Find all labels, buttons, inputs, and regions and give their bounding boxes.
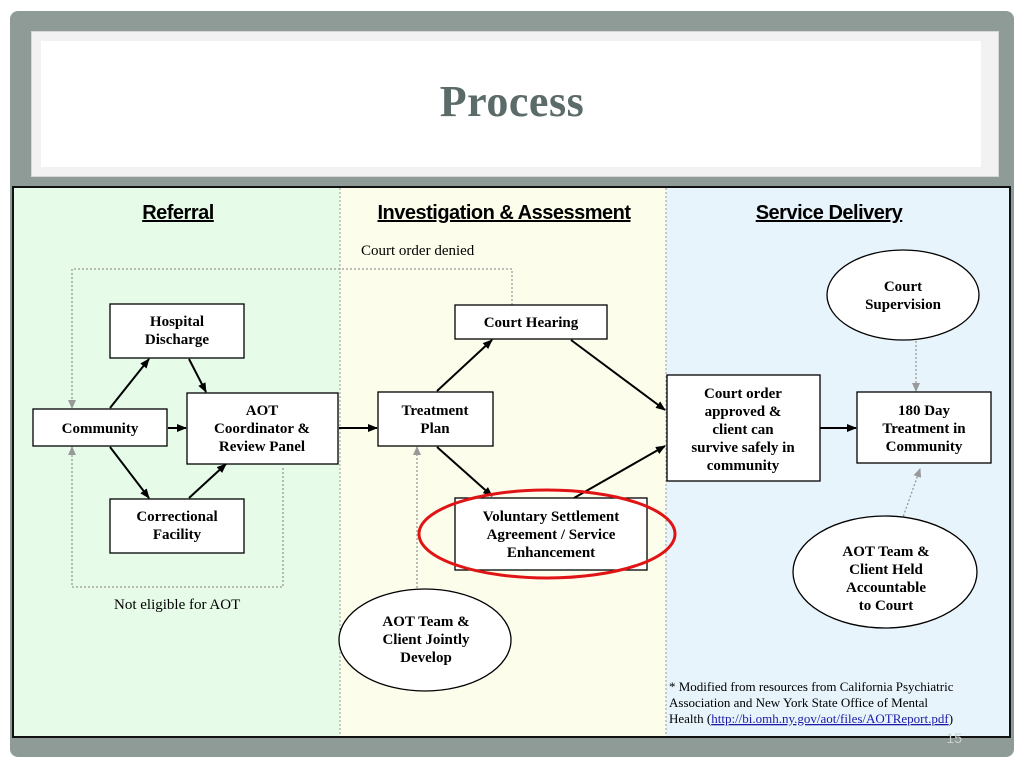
node-label: to Court [859, 598, 914, 614]
arrow-treatment-settlement [436, 446, 493, 497]
arrow-community-hospital [109, 358, 150, 409]
node-aot-team-develop: AOT Team & Client Jointly Develop [338, 588, 512, 692]
title-panel-inner [41, 41, 981, 167]
node-label: Develop [400, 650, 452, 666]
page-number: 15 [946, 730, 962, 746]
arrow-treatment-hearing [436, 339, 493, 392]
node-treatment-180: 180 Day Treatment in Community [856, 391, 992, 464]
process-diagram: Referral Investigation & Assessment Serv… [12, 186, 1011, 738]
node-label: Supervision [865, 297, 942, 313]
node-aot-team-accountable: AOT Team & Client Held Accountable to Co… [792, 515, 978, 629]
node-label: Agreement / Service [487, 527, 616, 543]
accountable-dotted-arrow [901, 468, 922, 521]
arrow-settlement-approved [573, 445, 666, 499]
node-court-hearing: Court Hearing [454, 304, 608, 340]
court-order-denied-label: Court order denied [361, 243, 475, 259]
node-label: Treatment in [882, 421, 966, 437]
node-label: Hospital [150, 314, 204, 330]
court-order-denied-path [68, 268, 513, 409]
arrow-hearing-approved [570, 339, 666, 411]
footnote-suffix: ) [949, 711, 953, 726]
node-label: Voluntary Settlement [483, 509, 620, 525]
footnote-prefix: Health ( [669, 711, 711, 726]
arrow-hospital-aot [188, 358, 207, 393]
footnote-line: Health (http://bi.omh.ny.gov/aot/files/A… [669, 711, 953, 726]
node-label: Client Jointly [382, 632, 470, 648]
not-eligible-path [68, 446, 284, 588]
footnote-link[interactable]: http://bi.omh.ny.gov/aot/files/AOTReport… [711, 711, 949, 726]
node-label: Community [886, 439, 963, 455]
referral-heading: Referral [142, 202, 214, 224]
node-label: Coordinator & [214, 421, 310, 437]
node-label: Client Held [849, 562, 923, 578]
node-community: Community [32, 408, 168, 447]
node-court-supervision: Court Supervision [826, 249, 980, 341]
arrow-correctional-aot [188, 463, 227, 499]
process-diagram-svg: Referral Investigation & Assessment Serv… [14, 188, 1009, 736]
node-label: Discharge [145, 332, 209, 348]
node-label: Review Panel [219, 439, 305, 455]
arrow-community-correctional [109, 446, 150, 499]
node-label: Accountable [846, 580, 926, 596]
node-label: Court order [704, 386, 782, 402]
node-treatment-plan: Treatment Plan [377, 391, 494, 447]
node-aot-coordinator: AOT Coordinator & Review Panel [186, 392, 339, 465]
highlight-ellipse [417, 488, 677, 580]
node-label: AOT [246, 403, 279, 419]
node-label: Court Hearing [484, 315, 579, 331]
node-label: AOT Team & [382, 614, 469, 630]
investigation-heading: Investigation & Assessment [377, 202, 631, 224]
service-heading: Service Delivery [756, 202, 904, 224]
node-label: 180 Day [898, 403, 951, 419]
node-label: survive safely in [691, 440, 795, 456]
node-label: Community [62, 421, 139, 437]
node-label: community [707, 458, 780, 474]
node-label: Correctional [136, 509, 217, 525]
slide-title: Process [439, 77, 585, 126]
node-hospital-discharge: Hospital Discharge [109, 303, 245, 359]
node-court-order-approved: Court order approved & client can surviv… [666, 374, 821, 482]
node-label: Court [884, 279, 922, 295]
node-correctional-facility: Correctional Facility [109, 498, 245, 554]
node-label: Plan [420, 421, 450, 437]
node-label: AOT Team & [842, 544, 929, 560]
node-label: Facility [153, 527, 202, 543]
node-label: client can [712, 422, 774, 438]
footnote-line: * Modified from resources from Californi… [669, 679, 954, 694]
node-label: approved & [705, 404, 782, 420]
not-eligible-label: Not eligible for AOT [114, 597, 240, 613]
footnote-line: Association and New York State Office of… [669, 695, 928, 710]
node-label: Enhancement [507, 545, 595, 561]
node-label: Treatment [402, 403, 469, 419]
node-voluntary-settlement: Voluntary Settlement Agreement / Service… [454, 497, 648, 571]
